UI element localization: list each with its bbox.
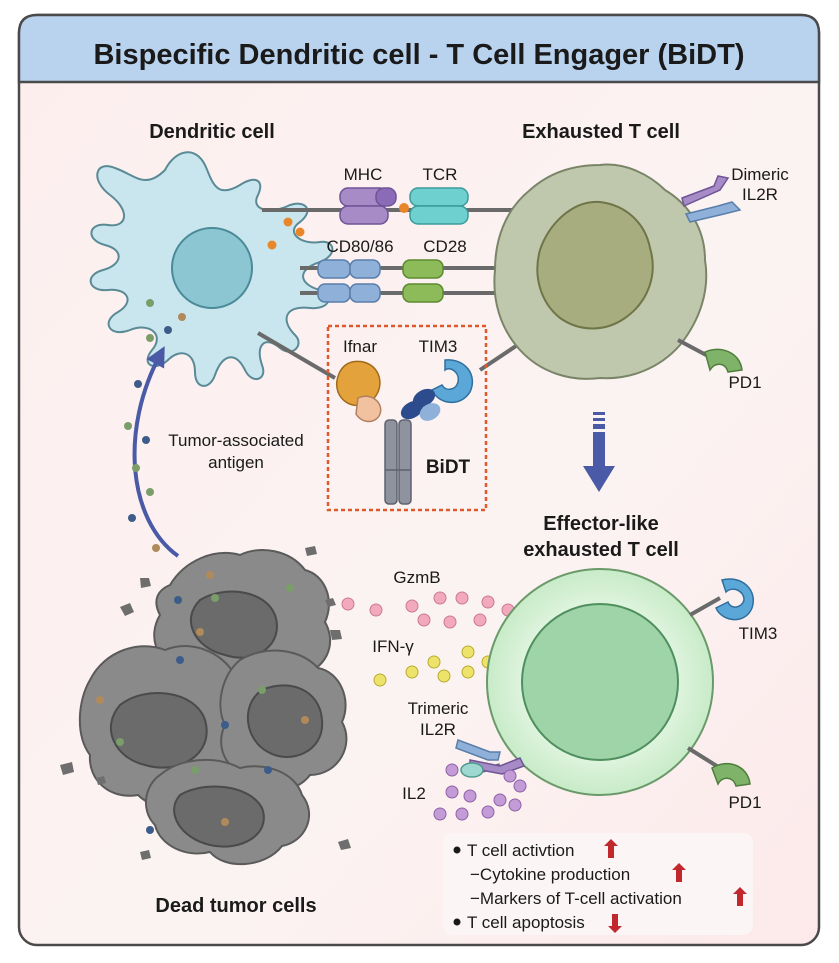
summary-item1: T cell activtion bbox=[467, 841, 574, 860]
effector-label-line2: exhausted T cell bbox=[523, 539, 679, 561]
page-title: Bispecific Dendritic cell - T Cell Engag… bbox=[93, 39, 744, 71]
effector-t-cell bbox=[486, 568, 714, 796]
tumor-antigen-label-line2: antigen bbox=[208, 453, 264, 472]
effector-label-line1: Effector-like bbox=[543, 513, 659, 535]
dimeric-il2r: Dimeric IL2R bbox=[681, 165, 789, 223]
ifnar-label: Ifnar bbox=[343, 337, 377, 356]
bidt-label: BiDT bbox=[426, 457, 471, 478]
tumor-antigen-label-line1: Tumor-associated bbox=[168, 431, 303, 450]
bidt-molecule: Ifnar TIM3 BiDT bbox=[336, 337, 474, 505]
dead-tumor-cells bbox=[60, 546, 351, 866]
outer-frame bbox=[17, 13, 821, 947]
antigen-dots bbox=[124, 380, 160, 552]
dead-tumor-cells-label: Dead tumor cells bbox=[155, 895, 316, 917]
gzmb-dots bbox=[341, 591, 515, 629]
mhc-label: MHC bbox=[344, 165, 383, 184]
tim3-bottom: TIM3 bbox=[689, 578, 778, 643]
mhc-tcr-complex: MHC TCR bbox=[339, 165, 469, 225]
up-arrow-icon bbox=[733, 887, 747, 906]
il2-dots bbox=[433, 763, 527, 821]
header-bar bbox=[17, 13, 821, 84]
exhausted-t-cell-label: Exhausted T cell bbox=[522, 121, 680, 143]
cd28-label: CD28 bbox=[423, 237, 466, 256]
pd1-bottom: PD1 bbox=[686, 746, 762, 812]
il2-label: IL2 bbox=[402, 784, 426, 803]
dimeric-label-line1: Dimeric bbox=[731, 165, 789, 184]
tim3-top-label: TIM3 bbox=[419, 337, 458, 356]
exhausted-t-cell bbox=[493, 163, 708, 380]
trimeric-label-line1: Trimeric bbox=[408, 699, 469, 718]
summary-box bbox=[443, 833, 753, 935]
bidt-box bbox=[326, 324, 488, 512]
down-arrow-icon bbox=[608, 914, 622, 933]
pd1-top-label: PD1 bbox=[728, 373, 761, 392]
tim3-bottom-label: TIM3 bbox=[739, 624, 778, 643]
summary-list: T cell activtion −Cytokine production −M… bbox=[453, 839, 747, 933]
ifn-gamma-label: IFN-γ bbox=[372, 637, 414, 656]
up-arrow-icon bbox=[604, 839, 618, 858]
summary-item1-sub2: −Markers of T-cell activation bbox=[470, 889, 682, 908]
cd80-86-label: CD80/86 bbox=[326, 237, 393, 256]
transition-arrow bbox=[583, 412, 615, 492]
pd1-top: PD1 bbox=[677, 338, 762, 392]
pd1-bottom-label: PD1 bbox=[728, 793, 761, 812]
dendritic-cell-label: Dendritic cell bbox=[149, 121, 275, 143]
trimeric-label-line2: IL2R bbox=[420, 720, 456, 739]
tcr-label: TCR bbox=[423, 165, 458, 184]
up-arrow-icon bbox=[672, 863, 686, 882]
dimeric-label-line2: IL2R bbox=[742, 185, 778, 204]
cd80-cd28-complex: CD80/86 CD28 bbox=[317, 237, 467, 303]
summary-item1-sub1: −Cytokine production bbox=[470, 865, 630, 884]
summary-item2: T cell apoptosis bbox=[467, 913, 585, 932]
gzmb-label: GzmB bbox=[393, 568, 440, 587]
